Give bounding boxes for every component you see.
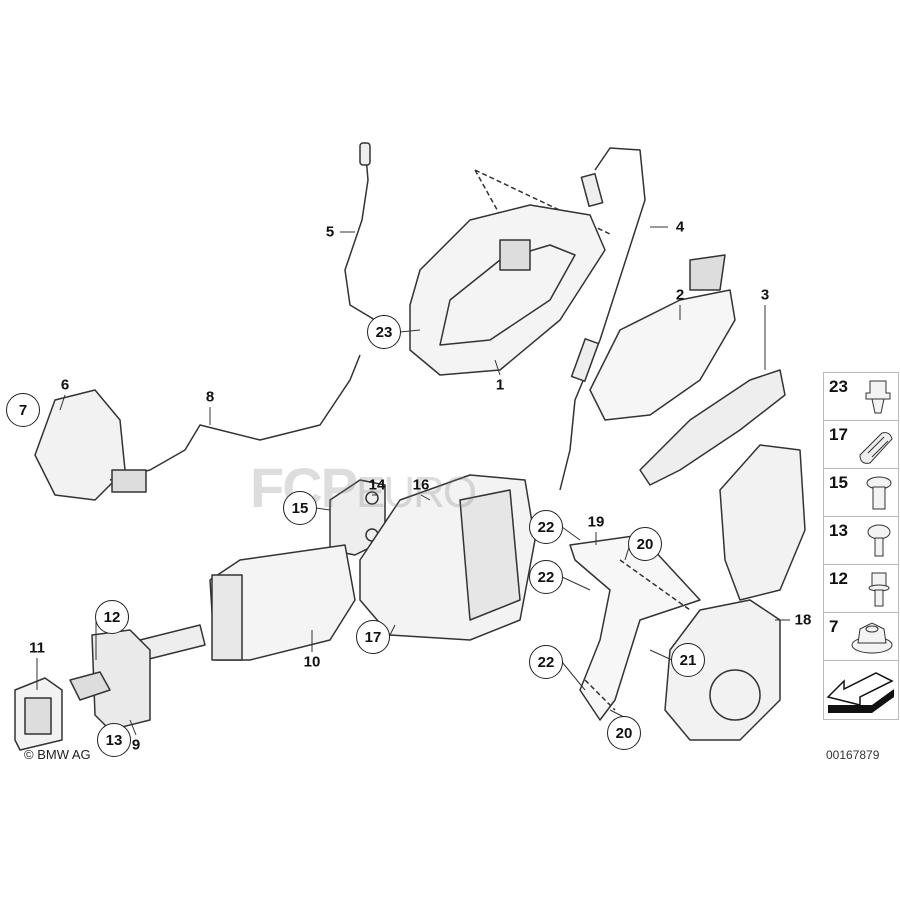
door-check-9 bbox=[91, 629, 151, 731]
handle-carrier-1 bbox=[409, 204, 606, 376]
callout-2: 2 bbox=[675, 286, 685, 304]
part-6 bbox=[34, 389, 126, 501]
cable-5 bbox=[344, 144, 376, 321]
drawing-number: 00167879 bbox=[826, 748, 880, 762]
callout-15: 15 bbox=[283, 491, 317, 525]
direction-arrow bbox=[824, 661, 898, 719]
legend-row-torx-screw: 15 bbox=[824, 469, 898, 517]
callout-18: 18 bbox=[794, 611, 812, 629]
watermark: FCPEURO bbox=[250, 456, 477, 519]
outer-handle-3 bbox=[639, 369, 786, 486]
callout-22: 22 bbox=[529, 645, 563, 679]
callout-22: 22 bbox=[529, 510, 563, 544]
direction-arrow-icon bbox=[826, 672, 894, 713]
lock-18 bbox=[664, 599, 781, 741]
callout-3: 3 bbox=[760, 286, 770, 304]
legend-row-clip: 23 bbox=[824, 373, 898, 421]
callout-1: 1 bbox=[495, 376, 505, 394]
callout-21: 21 bbox=[671, 643, 705, 677]
hardware-legend: 23 17 15 13 12 7 bbox=[823, 372, 899, 720]
callout-5: 5 bbox=[325, 223, 335, 241]
torx-screw-icon bbox=[866, 476, 892, 510]
callout-20: 20 bbox=[607, 716, 641, 750]
callout-13: 13 bbox=[97, 723, 131, 757]
grommet-icon bbox=[859, 432, 893, 464]
legend-row-hex-nut: 7 bbox=[824, 613, 898, 661]
callout-6: 6 bbox=[60, 376, 70, 394]
copyright: © BMW AG bbox=[24, 747, 91, 762]
callout-14: 14 bbox=[368, 476, 386, 494]
lock-18-upper bbox=[719, 444, 806, 601]
pan-screw-icon bbox=[867, 524, 891, 557]
callout-16: 16 bbox=[412, 476, 430, 494]
callout-8: 8 bbox=[205, 388, 215, 406]
bracket-19 bbox=[569, 534, 701, 721]
callout-10: 10 bbox=[303, 653, 321, 671]
callout-23: 23 bbox=[367, 315, 401, 349]
callout-17: 17 bbox=[356, 620, 390, 654]
callout-7: 7 bbox=[6, 393, 40, 427]
legend-row-pan-screw: 13 bbox=[824, 517, 898, 565]
callout-19: 19 bbox=[587, 513, 605, 531]
cable-4 bbox=[559, 147, 646, 491]
callout-9: 9 bbox=[131, 736, 141, 754]
callout-12: 12 bbox=[95, 600, 129, 634]
handle-cover-2 bbox=[589, 289, 736, 421]
legend-row-grommet: 17 bbox=[824, 421, 898, 469]
cable-8 bbox=[109, 354, 361, 481]
legend-row-hex-bolt: 12 bbox=[824, 565, 898, 613]
hex-bolt-icon bbox=[868, 572, 890, 607]
callout-11: 11 bbox=[29, 639, 45, 657]
clip-icon bbox=[865, 380, 891, 414]
hex-nut-icon bbox=[851, 622, 893, 654]
callout-22: 22 bbox=[529, 560, 563, 594]
callout-20: 20 bbox=[628, 527, 662, 561]
callout-4: 4 bbox=[675, 218, 685, 236]
